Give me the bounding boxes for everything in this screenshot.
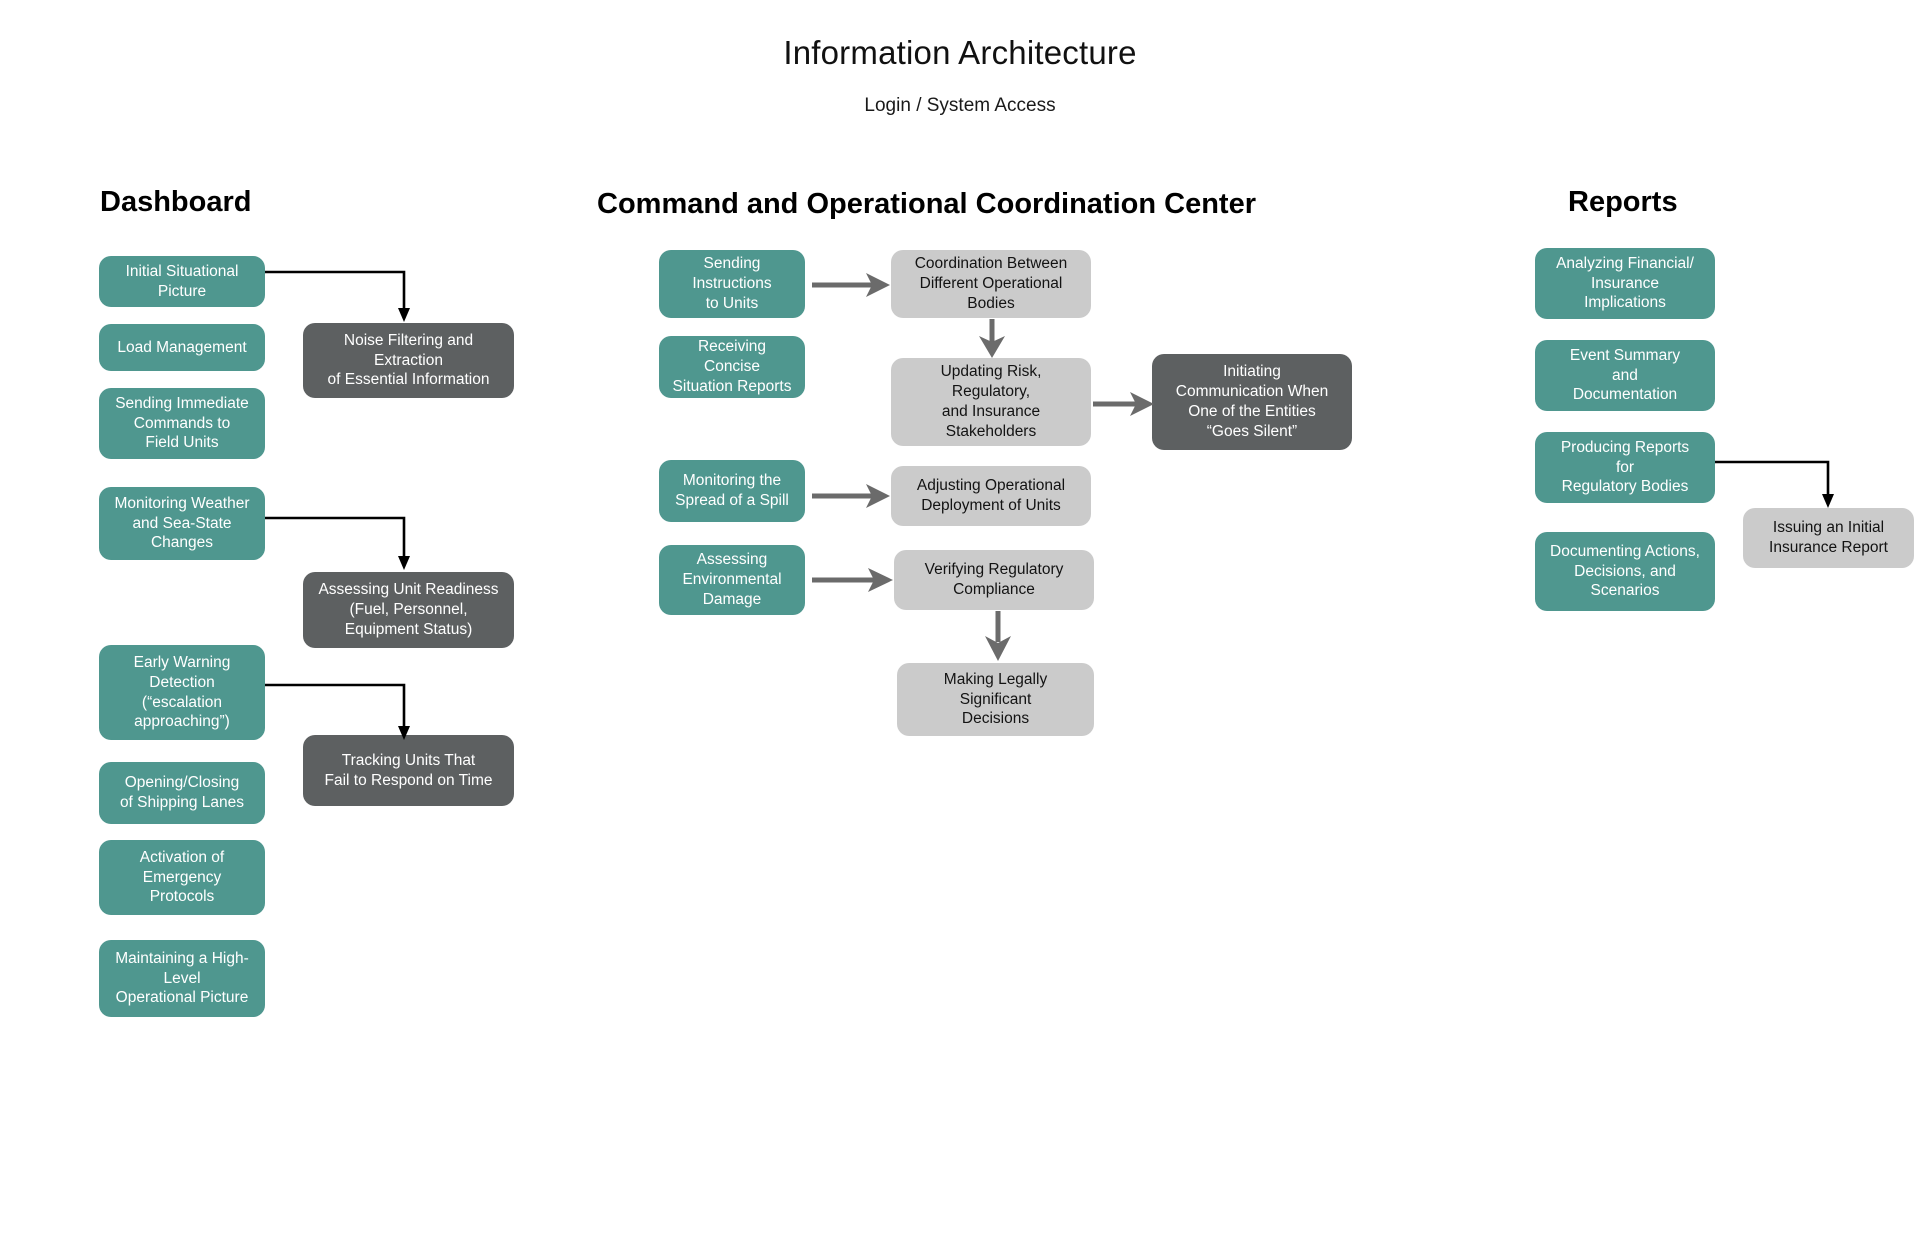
node-opening-closing-shipping-lanes[interactable]: Opening/Closing of Shipping Lanes: [99, 762, 265, 824]
node-maintaining-high-level-picture[interactable]: Maintaining a High- Level Operational Pi…: [99, 940, 265, 1017]
node-assessing-environmental-damage[interactable]: Assessing Environmental Damage: [659, 545, 805, 615]
connector-updating-risk-to-initiating-communication: [1092, 391, 1158, 417]
node-making-legally-significant-decisions[interactable]: Making Legally Significant Decisions: [897, 663, 1094, 736]
node-coordination-between-bodies[interactable]: Coordination Between Different Operation…: [891, 250, 1091, 318]
connector-coordination-to-updating-risk: [976, 318, 1008, 360]
node-tracking-units-fail-respond[interactable]: Tracking Units That Fail to Respond on T…: [303, 735, 514, 806]
node-monitoring-spread-of-spill[interactable]: Monitoring the Spread of a Spill: [659, 460, 805, 522]
node-adjusting-operational-deployment[interactable]: Adjusting Operational Deployment of Unit…: [891, 466, 1091, 526]
node-receiving-concise-situation-reports[interactable]: Receiving Concise Situation Reports: [659, 336, 805, 398]
page-subtitle: Login / System Access: [864, 95, 1056, 116]
node-load-management[interactable]: Load Management: [99, 324, 265, 371]
node-monitoring-weather-sea-state[interactable]: Monitoring Weather and Sea-State Changes: [99, 487, 265, 560]
node-sending-instructions-to-units[interactable]: Sending Instructions to Units: [659, 250, 805, 318]
connector-verifying-compliance-to-legal-decisions: [982, 610, 1014, 664]
node-producing-reports-regulatory-bodies[interactable]: Producing Reports for Regulatory Bodies: [1535, 432, 1715, 503]
connector-sending-instructions-to-coordination: [810, 272, 894, 298]
node-assessing-unit-readiness[interactable]: Assessing Unit Readiness (Fuel, Personne…: [303, 572, 514, 648]
column-title-command: Command and Operational Coordination Cen…: [597, 188, 1256, 220]
node-noise-filtering-extraction[interactable]: Noise Filtering and Extraction of Essent…: [303, 323, 514, 398]
node-initial-situational-picture[interactable]: Initial Situational Picture: [99, 256, 265, 307]
connector-producing-reports-to-issuing-insurance-report: [1715, 450, 1850, 520]
connector-early-warning-to-tracking-units: [265, 670, 425, 750]
connector-initial-picture-to-noise-filtering: [265, 262, 425, 332]
column-title-reports: Reports: [1568, 186, 1678, 218]
connector-monitoring-spill-to-adjusting-deployment: [810, 483, 894, 509]
node-issuing-initial-insurance-report[interactable]: Issuing an Initial Insurance Report: [1743, 508, 1914, 568]
node-sending-immediate-commands[interactable]: Sending Immediate Commands to Field Unit…: [99, 388, 265, 459]
node-early-warning-detection[interactable]: Early Warning Detection (“escalation app…: [99, 645, 265, 740]
node-analyzing-financial-insurance[interactable]: Analyzing Financial/ Insurance Implicati…: [1535, 248, 1715, 319]
node-updating-risk-regulatory-insurance[interactable]: Updating Risk, Regulatory, and Insurance…: [891, 358, 1091, 446]
column-title-dashboard: Dashboard: [100, 186, 252, 218]
page-title: Information Architecture: [783, 34, 1137, 71]
node-verifying-regulatory-compliance[interactable]: Verifying Regulatory Compliance: [894, 550, 1094, 610]
node-activation-emergency-protocols[interactable]: Activation of Emergency Protocols: [99, 840, 265, 915]
node-event-summary-documentation[interactable]: Event Summary and Documentation: [1535, 340, 1715, 411]
connector-monitoring-weather-to-unit-readiness: [265, 500, 425, 580]
node-initiating-communication-goes-silent[interactable]: Initiating Communication When One of the…: [1152, 354, 1352, 450]
connector-assessing-damage-to-verifying-compliance: [810, 567, 898, 593]
node-documenting-actions-decisions[interactable]: Documenting Actions, Decisions, and Scen…: [1535, 532, 1715, 611]
